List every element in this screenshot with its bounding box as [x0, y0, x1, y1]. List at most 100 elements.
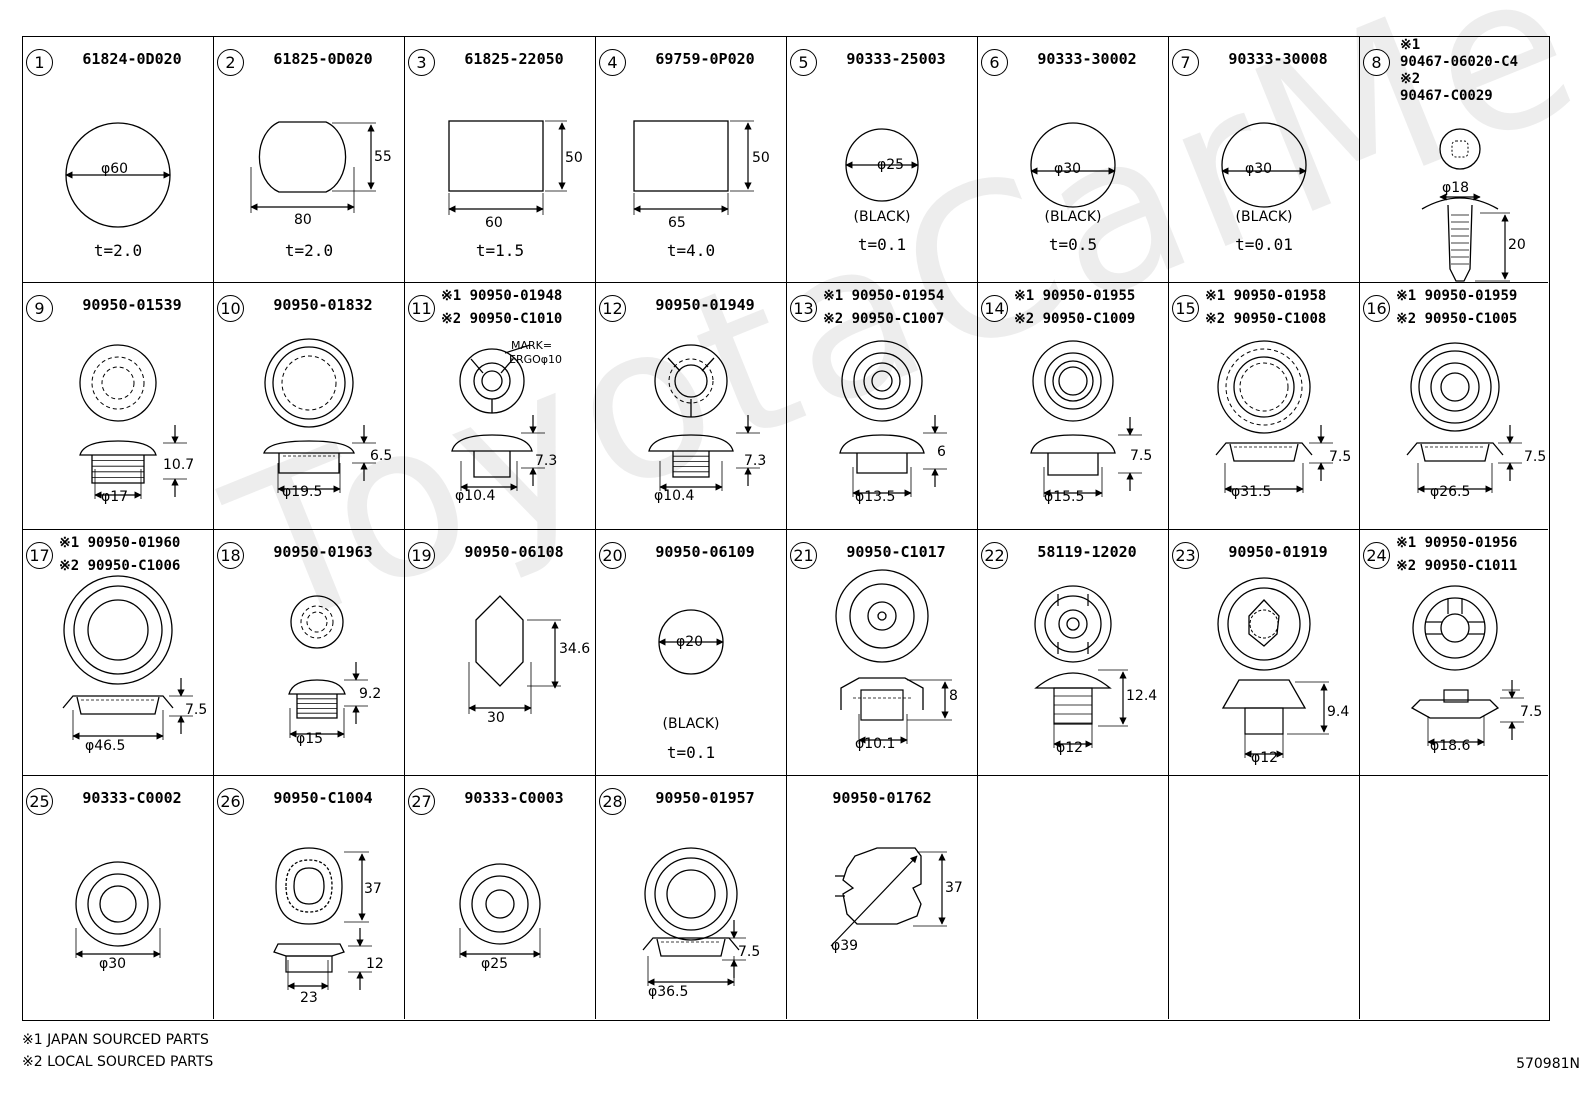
part-number: 90950-01919 [1228, 542, 1328, 561]
part-number: 90950-C1004 [273, 788, 373, 807]
note-mark-2: ※2 [1396, 557, 1417, 574]
part-number-japan: 90950-01958 [1233, 288, 1327, 305]
part-number: 90333-30002 [1037, 50, 1137, 68]
item-number: 18 [217, 541, 244, 569]
dimension-label: φ18 [1442, 180, 1470, 196]
part-number: 90950-01832 [273, 296, 373, 315]
dimension-label: 9.2 [359, 685, 382, 702]
dimension-label: 7.5 [1524, 449, 1547, 466]
part-number-local: 90950-C1011 [1424, 557, 1518, 574]
note-mark-1: ※1 [1396, 288, 1417, 305]
dimension-label: φ30 [99, 955, 127, 972]
dimension-label: 7.5 [1130, 448, 1153, 465]
note-mark-1: ※1 [1014, 288, 1035, 305]
part-number-local: 90467-C0029 [1400, 88, 1493, 104]
item-number: 10 [217, 295, 244, 323]
item-number: 20 [599, 541, 626, 569]
thickness-label: t=2.0 [93, 241, 143, 260]
part-drawing [1217, 576, 1329, 758]
part-drawing [830, 847, 947, 947]
part-drawing [633, 120, 754, 215]
dimension-label: φ25 [481, 955, 509, 972]
note-mark-1: ※1 [1396, 534, 1417, 551]
thickness-label: t=0.01 [1235, 235, 1293, 254]
color-note: (BLACK) [662, 715, 720, 732]
dimension-label: 12 [366, 955, 384, 972]
thickness-label: t=0.1 [666, 742, 716, 762]
dimension-label: 7.5 [1329, 449, 1352, 466]
dimension-label: φ15 [296, 730, 324, 747]
drawing-code: 570981N [1516, 1056, 1580, 1072]
thickness-label: t=4.0 [666, 241, 716, 260]
dimension-label: φ19.5 [282, 484, 323, 501]
part-drawing [75, 861, 161, 958]
part-cell [1360, 776, 1548, 1019]
part-number: 61825-22050 [464, 50, 564, 68]
color-note: (BLACK) [1235, 209, 1293, 225]
dimension-label: 20 [1508, 237, 1526, 253]
item-number: 3 [408, 49, 435, 76]
part-drawing [839, 340, 947, 498]
part-number: 90333-25003 [846, 50, 946, 68]
dimension-label: φ10.1 [855, 735, 896, 752]
item-number: 26 [217, 787, 244, 815]
note-mark-2: ※2 [1014, 311, 1035, 328]
dimension-label: φ10.4 [654, 488, 695, 505]
item-number: 12 [599, 295, 626, 323]
part-number-local: 90950-C1010 [469, 311, 563, 328]
item-number: 4 [599, 49, 626, 76]
note-mark-2: ※2 [59, 557, 80, 574]
part-number-japan: 90950-01960 [87, 534, 181, 551]
part-number-pair: ※1 90950-01948※2 90950-C1010 [441, 285, 562, 331]
part-drawing [1410, 584, 1524, 746]
dimension-label: φ39 [831, 937, 859, 954]
part-number-pair: ※1 90950-01960※2 90950-C1006 [59, 532, 180, 578]
note-mark-2: ※2 [1400, 71, 1421, 87]
part-number-pair: ※1 90950-01954※2 90950-C1007 [823, 285, 944, 331]
item-number: 21 [790, 541, 817, 569]
part-drawing [1221, 122, 1307, 208]
part-number: 90950-06108 [464, 542, 564, 561]
part-drawing [65, 122, 171, 228]
thickness-label: t=0.5 [1048, 235, 1098, 254]
part-number-pair: ※1 90950-01955※2 90950-C1009 [1014, 285, 1135, 331]
part-number: 90950-06109 [655, 542, 755, 561]
dimension-label: 10.7 [163, 457, 195, 474]
dimension-label: φ17 [101, 489, 129, 506]
part-number: 90333-C0002 [82, 788, 182, 807]
part-number-local: 90950-C1008 [1233, 311, 1327, 328]
item-number: 7 [1172, 49, 1199, 76]
dimension-label: 7.3 [744, 453, 767, 470]
part-drawing [1421, 128, 1510, 282]
thickness-label: t=2.0 [284, 241, 334, 260]
dimension-label: φ25 [877, 157, 905, 173]
dimension-label: 7.5 [185, 701, 208, 718]
item-number: 1 [26, 49, 53, 76]
item-number: 9 [26, 295, 53, 323]
item-number: 15 [1172, 295, 1199, 323]
part-number: 90333-C0003 [464, 788, 564, 807]
part-drawing [658, 608, 724, 675]
dimension-label: 6 [937, 444, 946, 461]
item-number: 22 [981, 541, 1008, 569]
dimension-label: 34.6 [559, 640, 591, 657]
note-mark-2: ※2 [1205, 311, 1226, 328]
part-number-local: 90950-C1009 [1042, 311, 1136, 328]
